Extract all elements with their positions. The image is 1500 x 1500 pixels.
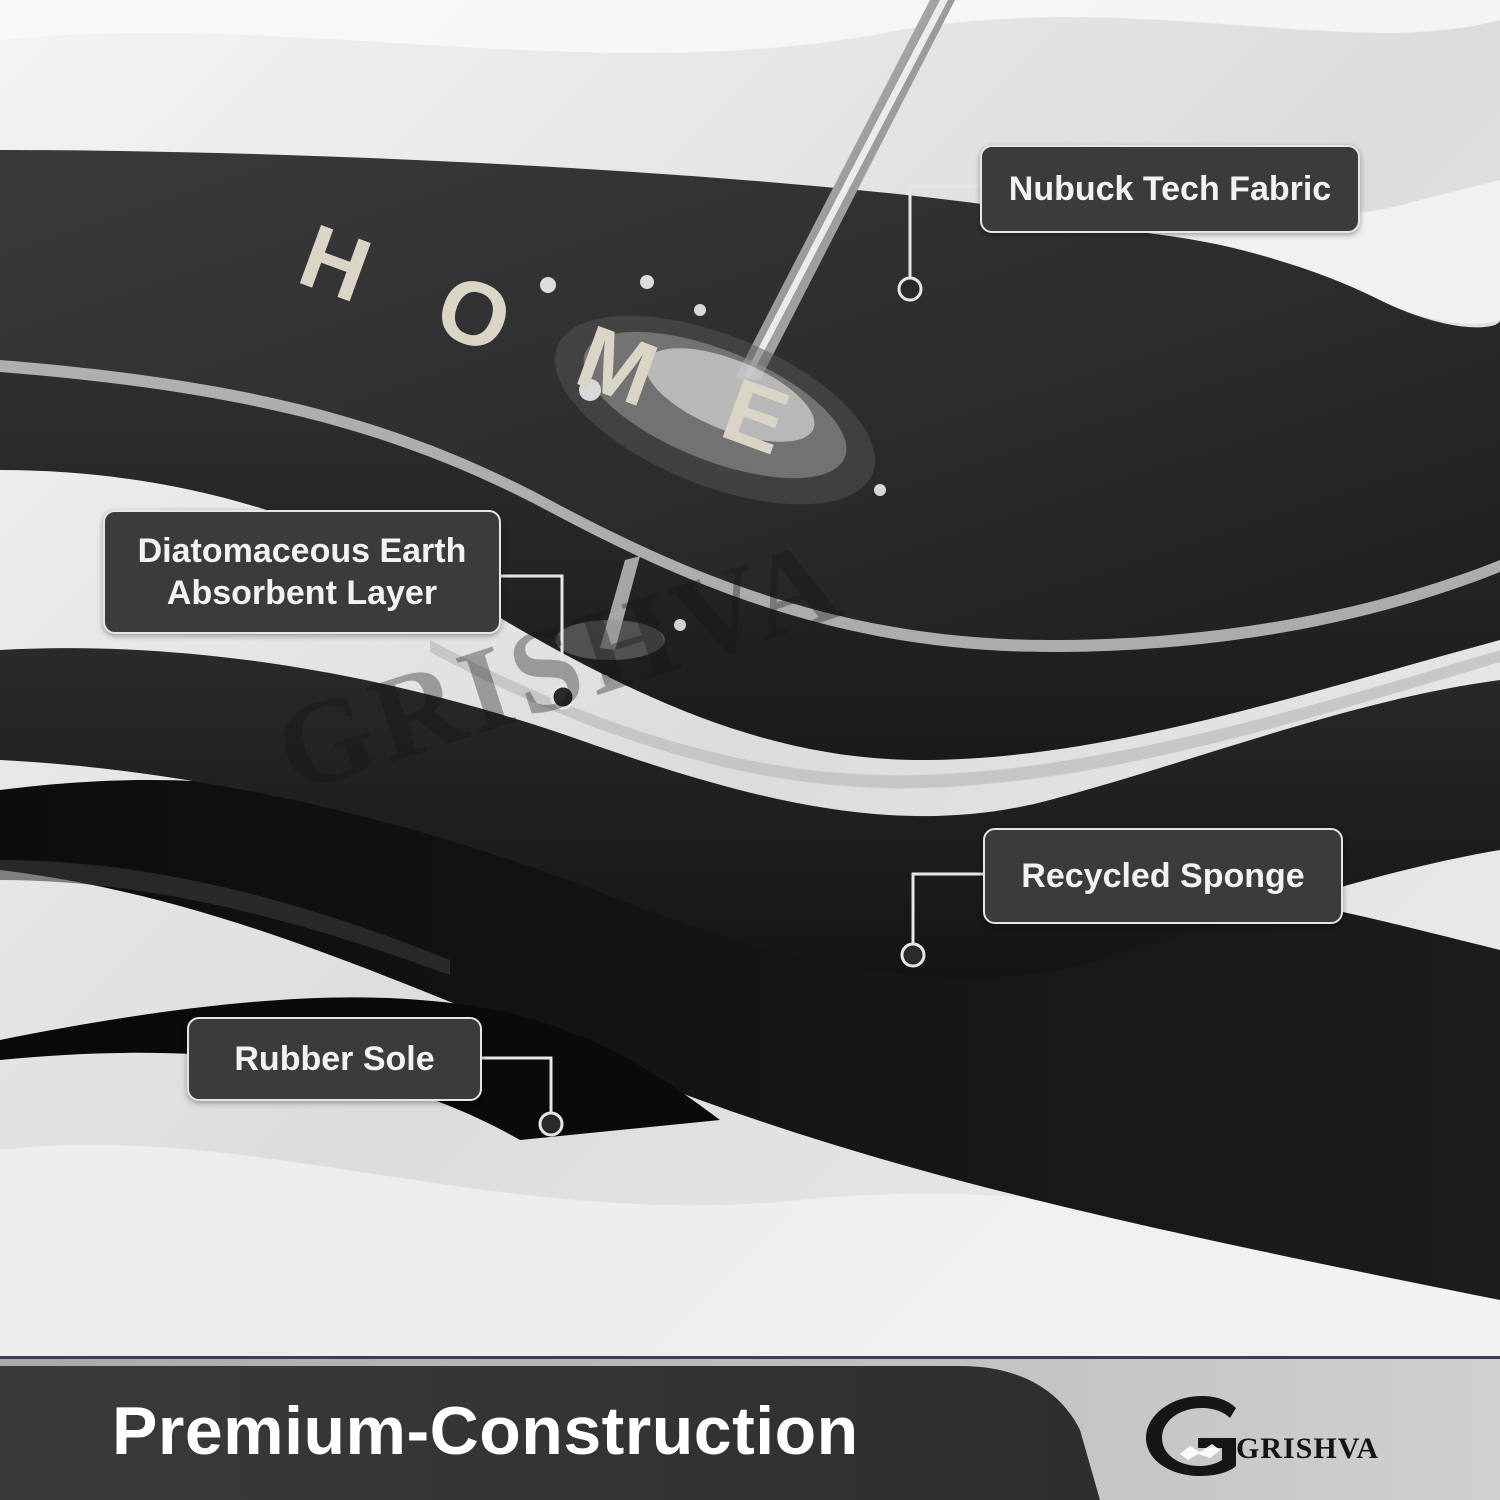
recycled-sponge-label: Recycled Sponge <box>983 828 1343 924</box>
diatomaceous-label-line2: Absorbent Layer <box>166 574 438 612</box>
sponge-label-text: Recycled Sponge <box>1021 856 1305 895</box>
diatomaceous-label-line1: Diatomaceous Earth <box>137 531 467 570</box>
rubber-connector <box>481 1056 553 1124</box>
sponge-connector <box>911 872 983 955</box>
diatomaceous-earth-label: Diatomaceous Earth Absorbent Layer <box>103 510 501 634</box>
brand-logo-text: GRISHVA <box>1236 1432 1380 1465</box>
rubber-sole-label: Rubber Sole <box>187 1017 482 1101</box>
brand-logo-icon <box>1146 1396 1236 1476</box>
nubuck-tech-fabric-label: Nubuck Tech Fabric <box>980 145 1360 233</box>
nubuck-label-text: Nubuck Tech Fabric <box>1008 169 1332 208</box>
sponge-marker-dot <box>900 942 926 968</box>
diatomaceous-connector <box>500 574 564 695</box>
footer-title: Premium-Construction <box>112 1393 859 1469</box>
nubuck-marker-dot <box>897 276 923 302</box>
nubuck-connector <box>908 184 980 288</box>
rubber-marker-dot <box>538 1111 564 1137</box>
rubber-label-text: Rubber Sole <box>234 1039 435 1078</box>
diatomaceous-marker-dot <box>550 684 576 710</box>
